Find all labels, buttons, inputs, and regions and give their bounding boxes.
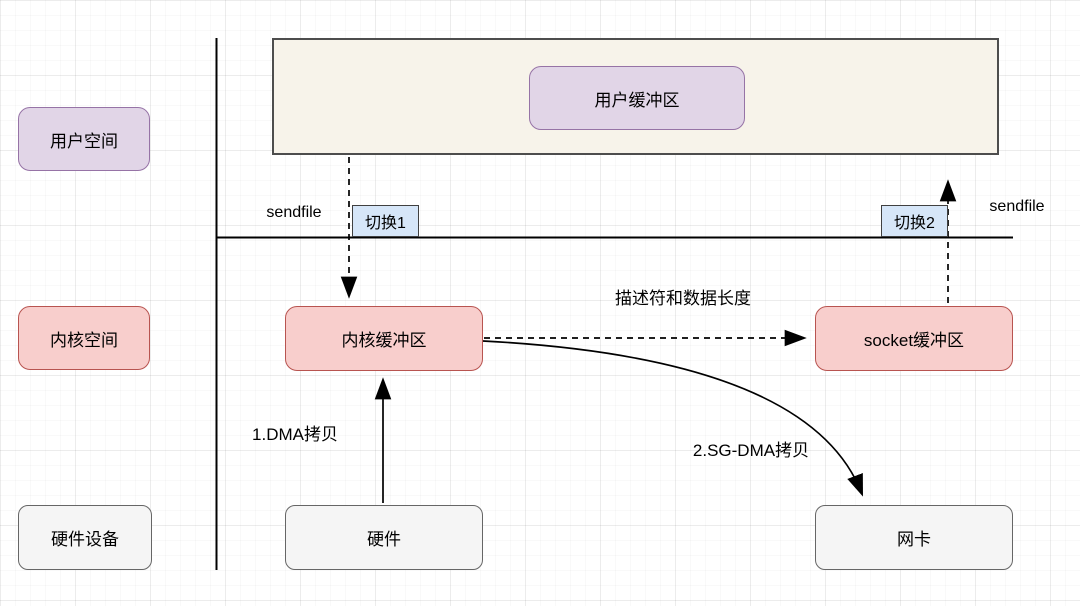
arrow-sg-dma-copy xyxy=(482,340,863,497)
context-switch-2-badge: 切换2 xyxy=(881,205,948,237)
row-label-user-space: 用户空间 xyxy=(18,107,150,171)
sendfile-enter-label: sendfile xyxy=(266,204,322,221)
kernel-buffer-node: 内核缓冲区 xyxy=(285,306,483,371)
dma-copy-label: 1.DMA拷贝 xyxy=(252,424,338,444)
sendfile-return-label: sendfile xyxy=(989,198,1045,215)
sg-dma-copy-label: 2.SG-DMA拷贝 xyxy=(692,440,810,460)
descriptor-length-label: 描述符和数据长度 xyxy=(615,288,751,308)
user-buffer-node: 用户缓冲区 xyxy=(529,66,745,130)
hardware-node: 硬件 xyxy=(285,505,483,570)
row-label-kernel-space: 内核空间 xyxy=(18,306,150,370)
nic-node: 网卡 xyxy=(815,505,1013,570)
context-switch-1-badge: 切换1 xyxy=(352,205,419,237)
socket-buffer-node: socket缓冲区 xyxy=(815,306,1013,371)
row-label-hardware-device: 硬件设备 xyxy=(18,505,152,570)
